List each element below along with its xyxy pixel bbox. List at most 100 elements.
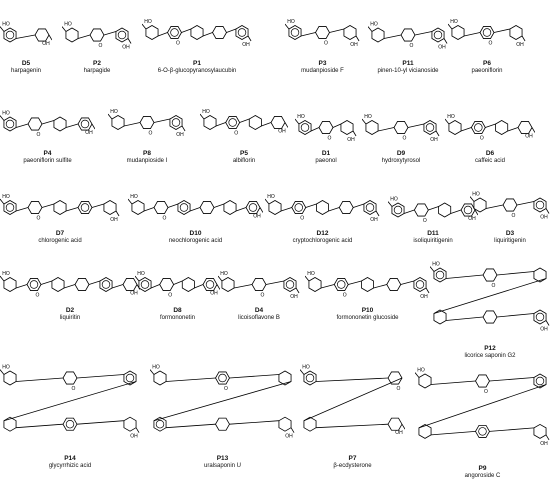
atom-label: HO [417,368,425,374]
bond [76,374,124,379]
bond [0,198,5,205]
ring-bond [502,198,518,212]
bond [373,284,387,289]
bond [16,377,64,382]
ring-bond [473,197,487,213]
aromatic-circle [228,118,237,127]
bond [77,34,91,39]
ring-bond [77,201,93,214]
aromatic-circle [435,270,445,280]
aromatic-circle [535,200,545,210]
ring-bond [3,116,17,132]
atom-label: O [176,41,180,47]
ring-bond [115,27,129,43]
aromatic-circle [535,376,545,386]
atom-label: O [99,43,103,49]
ring-bond [26,278,42,291]
ring-bond [62,417,78,431]
ring-bond [386,278,402,291]
atom-label: O [36,293,40,299]
atom-label: O [300,216,304,222]
compound-code: P11 [402,60,414,67]
ring-bond [361,277,374,292]
atom-label: OH [540,327,548,333]
bond [375,210,380,217]
ring-bond [482,310,498,324]
atom-label: OH [130,434,138,440]
compound-name: mudanpioside F [301,68,344,74]
bond [320,284,335,289]
ring-bond [533,373,547,389]
ring-bond [308,277,322,292]
ring-bond [167,26,182,39]
ring-bond [138,277,152,292]
compound-name: formononetin [159,315,196,321]
compound-name: cryptochlorogenic acid [292,238,353,244]
ring-bond [316,200,329,215]
bond [460,127,472,132]
bond [153,118,171,123]
compound-code: D7 [55,230,65,237]
bond [431,380,476,385]
ring-bond [270,116,286,129]
compound-code: D6 [485,150,495,157]
ring-bond [65,27,79,43]
atom-label: O [168,293,172,299]
bond [295,287,300,294]
bond [329,28,345,33]
compound-name: uralsaponin U [203,463,242,469]
compound-name: β-ecdysterone [333,463,372,469]
bond [401,423,405,430]
ring-bond [482,268,498,282]
aromatic-circle [474,123,483,132]
bond [143,207,155,212]
bond [15,123,29,128]
atom-label: HO [307,271,315,277]
ring-bond [533,197,547,213]
ring-bond [77,117,93,131]
atom-label: HO [364,114,372,120]
ring-bond [51,277,65,292]
atom-label: O [37,132,41,138]
atom-label: HO [302,365,310,371]
bond [229,420,279,425]
bond [115,210,120,217]
ring-bond [139,116,155,129]
ring-bond [509,25,523,40]
bond [166,423,216,429]
aromatic-circle [117,30,127,40]
ring-bond [153,370,167,386]
ring-bond [202,278,218,291]
aromatic-circle [365,203,375,212]
ring-bond [391,202,405,218]
bond [521,35,526,42]
atom-label: OH [540,215,548,221]
atom-label: OH [430,137,438,143]
bond [239,118,250,123]
bond [247,35,252,42]
aromatic-circle [415,280,425,289]
bond [128,198,133,205]
atom-label: OH [525,134,533,140]
aromatic-circle [393,205,403,215]
aromatic-circle [5,30,15,40]
aromatic-circle [80,119,90,129]
ring-bond [413,203,429,217]
compound-code: P1 [193,60,201,67]
ring-bond [303,416,317,432]
bond [40,280,53,285]
bond [403,209,415,214]
bond [215,122,226,127]
bond [194,284,204,289]
compound-name: chlorogenic acid [38,238,82,244]
atom-label: OH [347,137,355,143]
atom-label: O [37,216,41,222]
